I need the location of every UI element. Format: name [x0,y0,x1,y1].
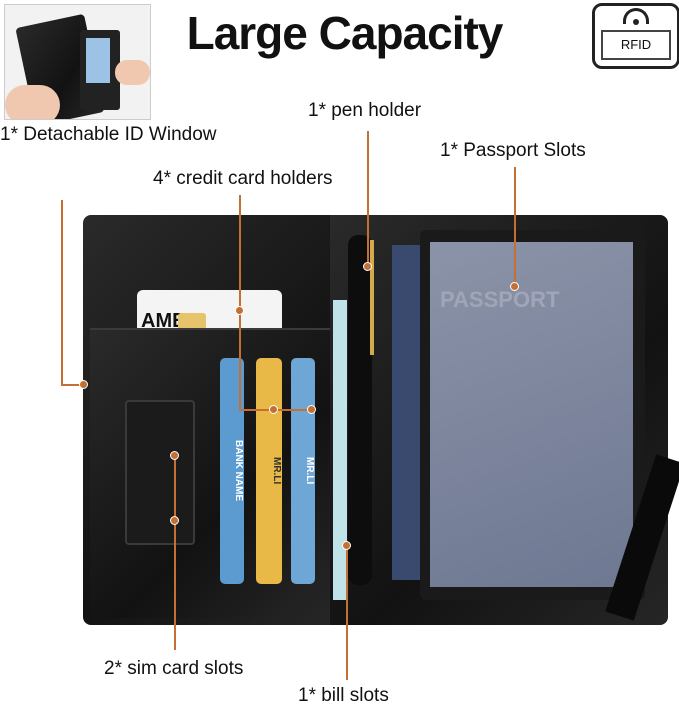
passport-window: PASSPORT [430,242,633,587]
label-id-window: 1* Detachable ID Window [0,124,217,145]
page-title: Large Capacity [186,7,504,59]
callout-dot [170,516,179,525]
pen-clip [370,240,374,355]
thumbnail-hand [5,85,60,119]
callout-dot [342,541,351,550]
label-sim-slots: 2* sim card slots [104,658,244,679]
bill-in-slot [333,300,347,600]
callout-dot [79,380,88,389]
thumbnail-id-window [80,30,120,110]
pen [348,235,372,585]
sim-card-slots [125,400,195,545]
yellow-card: MR.LI [256,358,282,584]
label-passport-slots: 1* Passport Slots [440,140,586,161]
callout-dot [170,451,179,460]
rfid-label: RFID [601,30,671,60]
callout-dot [363,262,372,271]
label-credit-cards: 4* credit card holders [153,168,333,189]
thumbnail-hand [115,60,150,85]
rfid-signal-icon [623,8,649,24]
detachable-id-thumbnail [4,4,151,120]
callout-dot [307,405,316,414]
blue-card-2: MR.LI [291,358,315,584]
rfid-badge: RFID [592,3,679,69]
callout-dot [235,306,244,315]
callout-dot [269,405,278,414]
passport-window-frame: PASSPORT [420,230,645,600]
callout-dot [510,282,519,291]
label-bill-slots: 1* bill slots [298,685,389,706]
label-pen-holder: 1* pen holder [308,100,422,121]
